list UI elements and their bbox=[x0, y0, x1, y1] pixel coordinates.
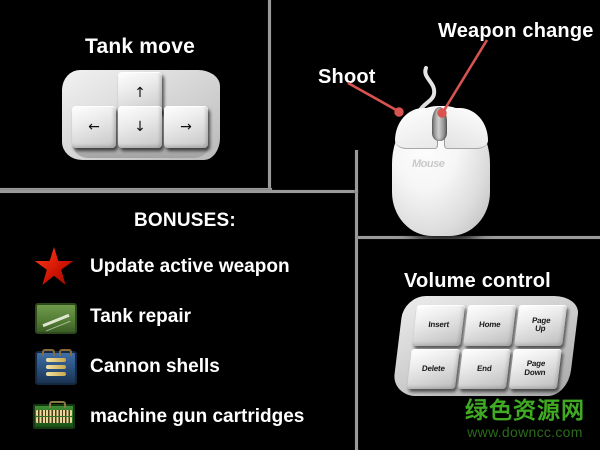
mouse-brand-logo: Mouse bbox=[412, 158, 445, 170]
arrow-down-key[interactable]: ↓ bbox=[118, 106, 162, 148]
blue-shell-crate-icon bbox=[26, 346, 84, 388]
mouse-illustration: Mouse bbox=[378, 60, 518, 240]
key-end[interactable]: End bbox=[457, 348, 511, 389]
list-item: Cannon shells bbox=[26, 342, 346, 392]
key-delete[interactable]: Delete bbox=[406, 348, 460, 389]
bonuses-heading: BONUSES: bbox=[134, 210, 236, 231]
tank-move-title: Tank move bbox=[85, 35, 195, 58]
mouse-left-button[interactable] bbox=[395, 108, 438, 149]
green-ammo-box-icon bbox=[26, 396, 84, 438]
arrow-left-key[interactable]: ← bbox=[72, 106, 116, 148]
mouse-scroll-wheel[interactable] bbox=[432, 107, 447, 141]
bonus-label: machine gun cartridges bbox=[90, 406, 305, 427]
watermark-site-name: 绿色资源网 bbox=[465, 398, 585, 424]
bonus-label: Tank repair bbox=[90, 306, 192, 327]
divider-bonuses-right bbox=[355, 190, 358, 450]
key-insert[interactable]: Insert bbox=[412, 305, 466, 346]
divider-vertical-top bbox=[268, 0, 271, 188]
list-item: machine gun cartridges bbox=[26, 392, 346, 442]
bonus-label: Cannon shells bbox=[90, 356, 220, 377]
volume-control-title: Volume control bbox=[404, 270, 551, 292]
divider-mid-right bbox=[355, 150, 358, 192]
key-home[interactable]: Home bbox=[463, 305, 517, 346]
shoot-label: Shoot bbox=[318, 66, 376, 88]
arrow-key-cluster: ↑ ← ↓ → bbox=[62, 66, 222, 164]
watermark-url: www.downcc.com bbox=[467, 424, 583, 440]
divider-horizontal-left bbox=[0, 188, 272, 191]
divider-bonuses-top bbox=[0, 190, 358, 193]
green-repair-crate-icon bbox=[26, 296, 84, 338]
red-star-icon bbox=[26, 246, 84, 288]
weapon-change-label: Weapon change bbox=[438, 20, 594, 42]
divider-volume-top bbox=[358, 236, 600, 239]
bonus-label: Update active weapon bbox=[90, 256, 290, 277]
site-watermark: 绿色资源网 www.downcc.com bbox=[455, 400, 595, 441]
bonuses-list: Update active weapon Tank repair Cannon … bbox=[26, 242, 346, 442]
list-item: Update active weapon bbox=[26, 242, 346, 292]
arrow-right-key[interactable]: → bbox=[164, 106, 208, 148]
list-item: Tank repair bbox=[26, 292, 346, 342]
